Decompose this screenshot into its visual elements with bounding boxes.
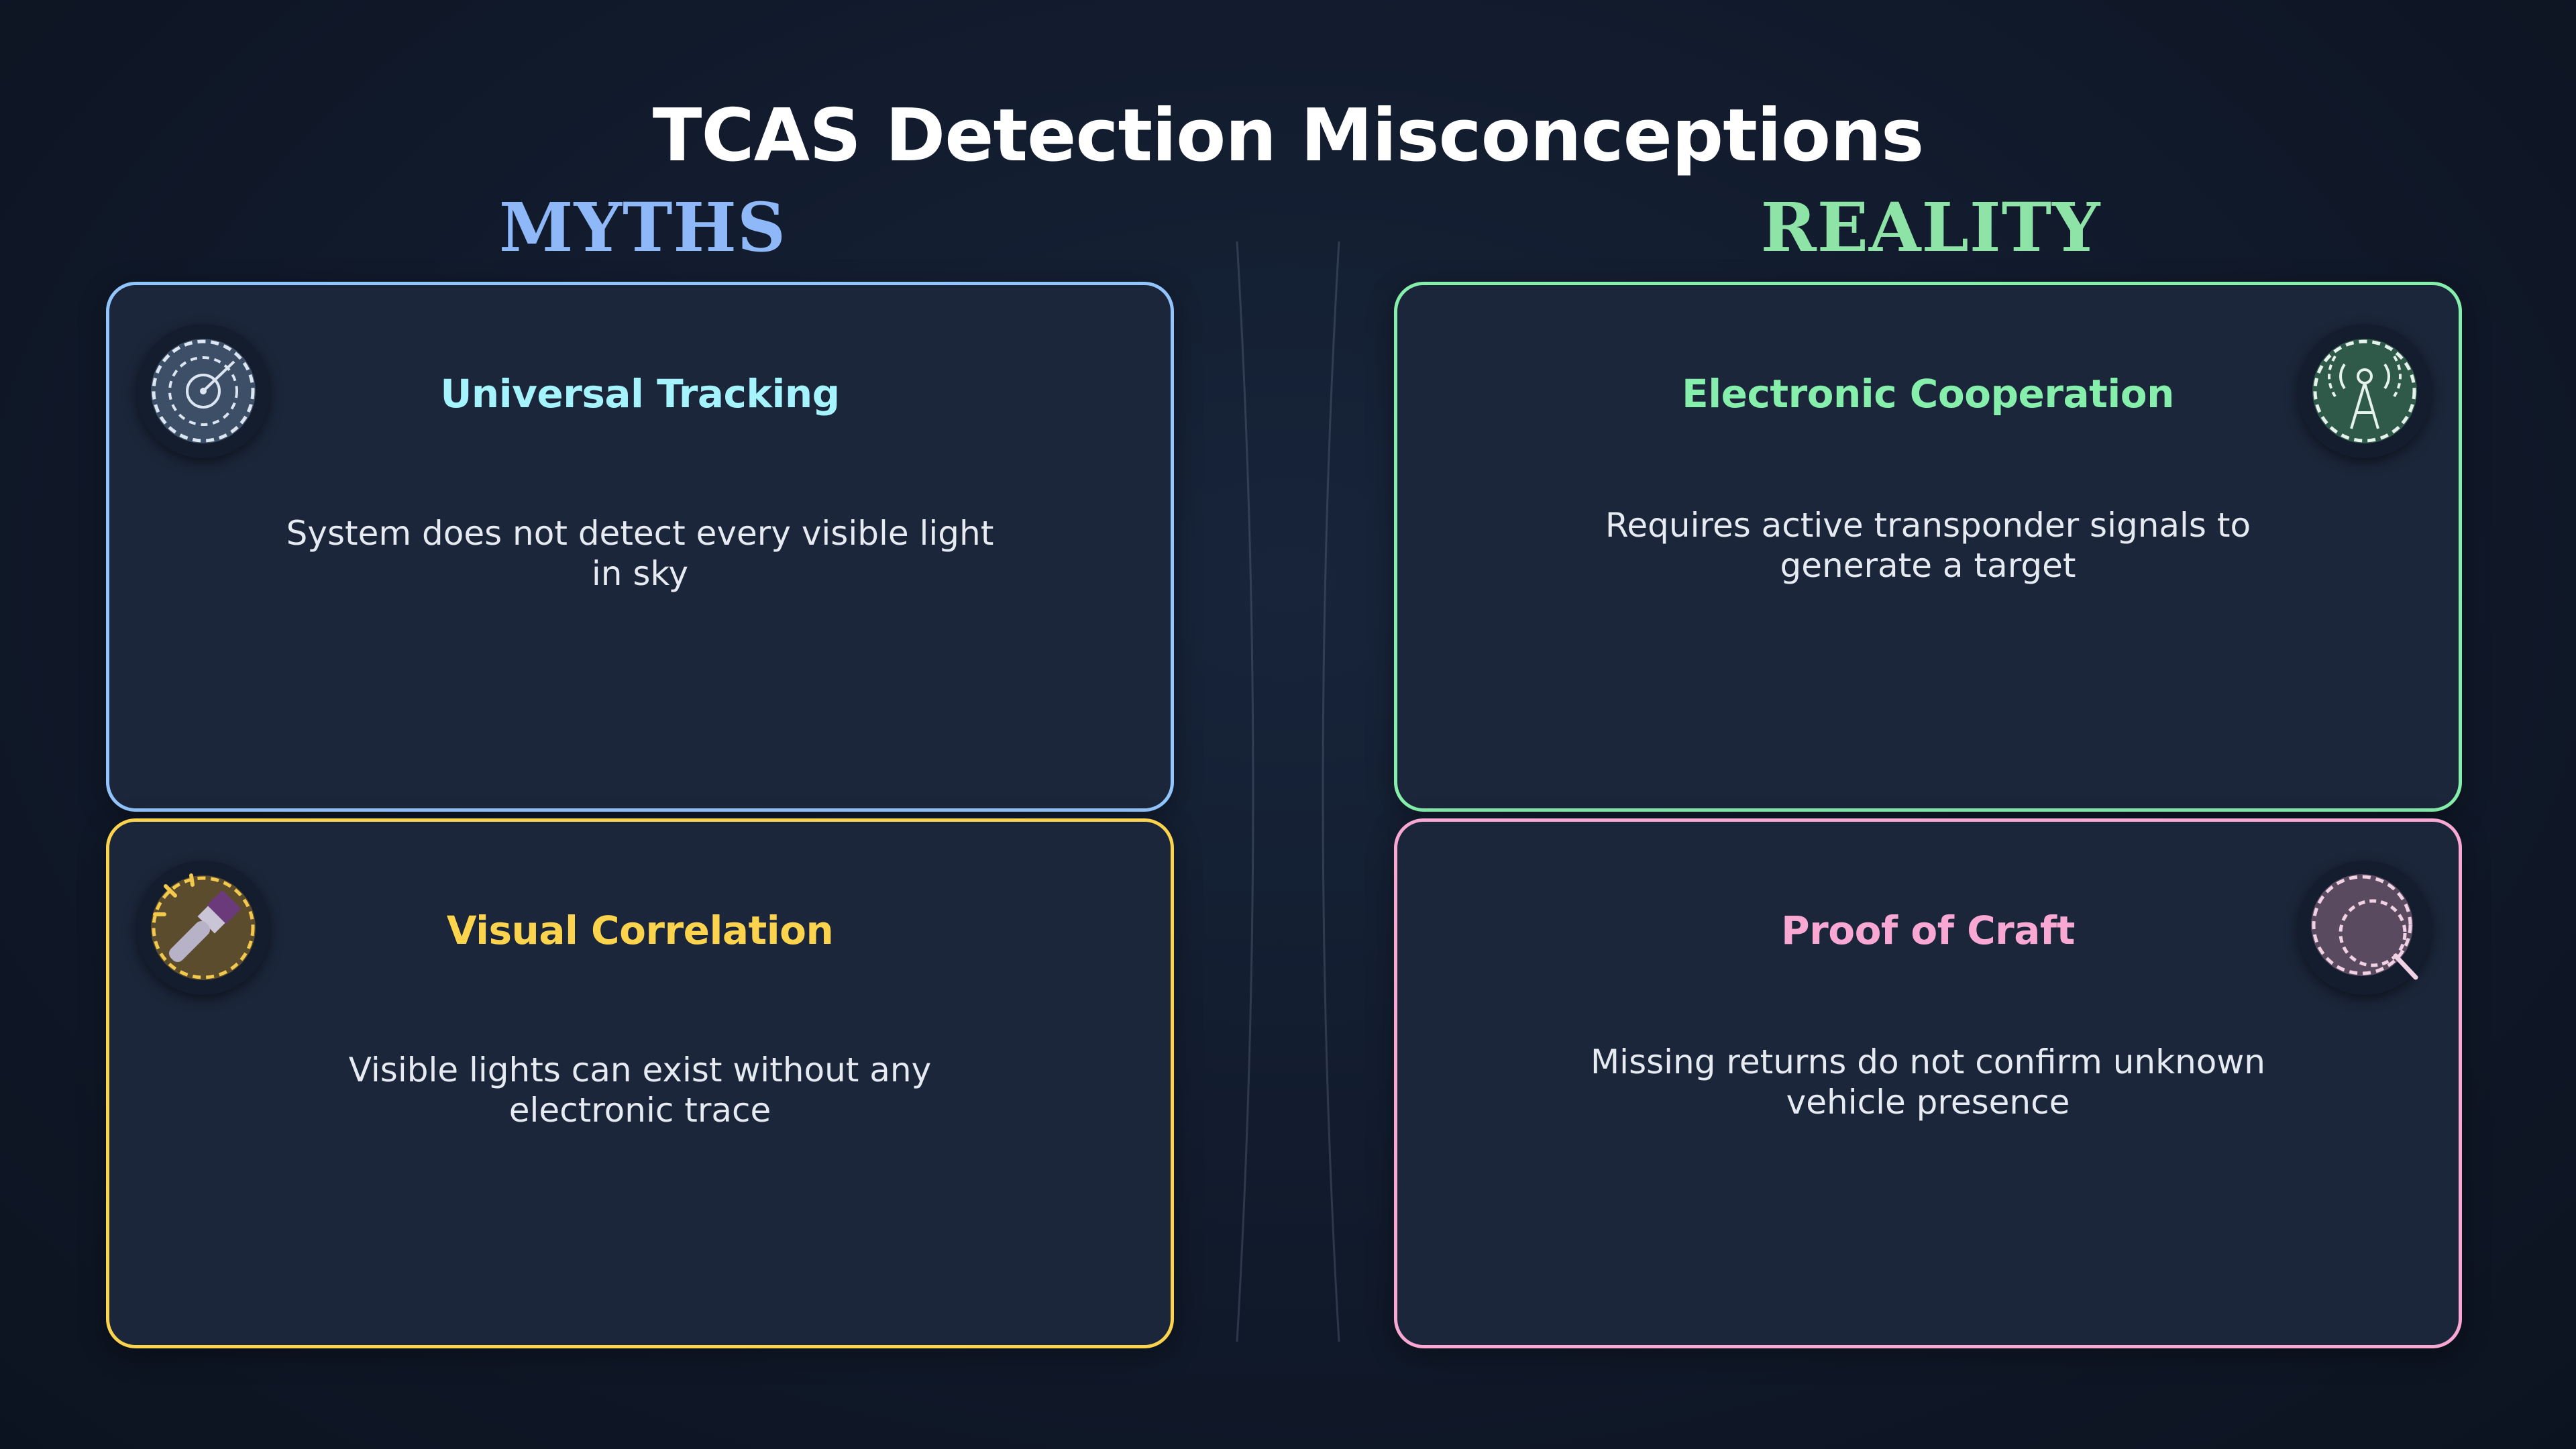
- myth-card-universal-tracking: Universal Tracking System does not detec…: [106, 282, 1174, 812]
- myths-column-header: MYTHS: [498, 188, 787, 267]
- page-title: TCAS Detection Misconceptions: [652, 94, 1925, 178]
- radar-icon: [136, 324, 270, 458]
- myth-card-visual-correlation: Visual Correlation Visible lights can ex…: [106, 818, 1174, 1348]
- card-title: Universal Tracking: [440, 371, 840, 417]
- reality-card-electronic-cooperation: Electronic Cooperation Requires active t…: [1394, 282, 2462, 812]
- radio-tower-icon: [2298, 324, 2432, 458]
- reality-card-proof-of-craft: Proof of Craft Missing returns do not co…: [1394, 818, 2462, 1348]
- center-divider: [1236, 241, 1340, 1342]
- card-description: System does not detect every visible lig…: [286, 514, 994, 593]
- card-description: Requires active transponder signals to g…: [1605, 506, 2251, 585]
- reality-column-header: REALITY: [1760, 188, 2101, 267]
- card-title: Electronic Cooperation: [1682, 371, 2174, 417]
- card-description: Visible lights can exist without any ele…: [348, 1051, 932, 1130]
- card-title: Visual Correlation: [446, 908, 834, 953]
- flashlight-icon: [136, 861, 270, 995]
- magnifier-icon: [2298, 861, 2432, 995]
- card-description: Missing returns do not confirm unknown v…: [1591, 1042, 2265, 1122]
- card-title: Proof of Craft: [1781, 908, 2075, 953]
